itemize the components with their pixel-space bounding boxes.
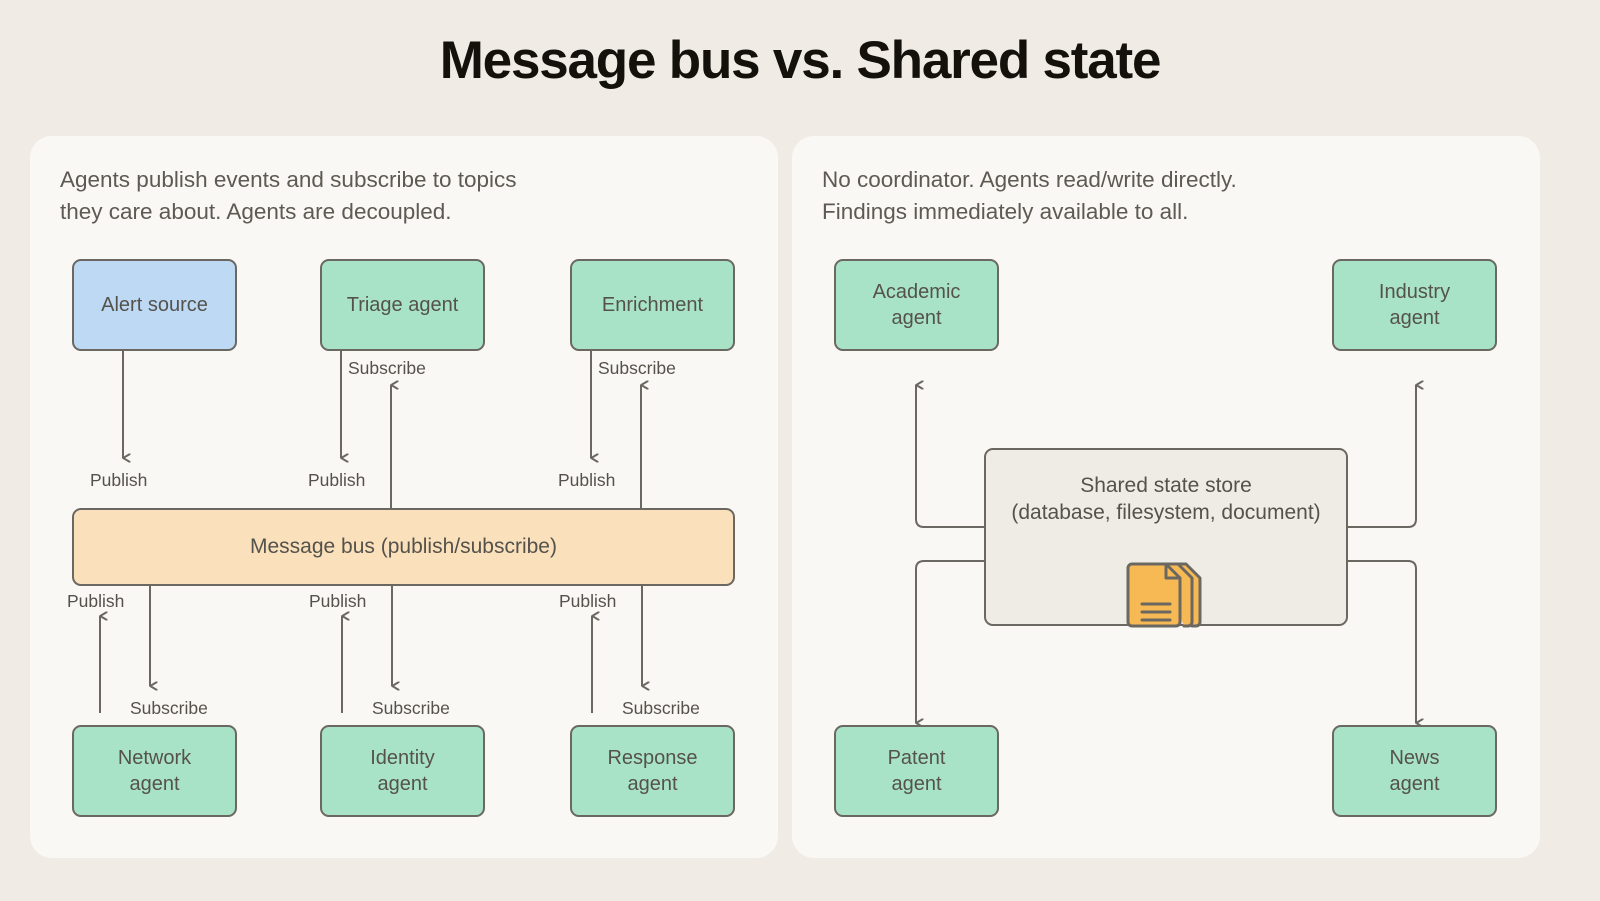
panel-description-message-bus: Agents publish events and subscribe to t… — [60, 167, 517, 224]
node-industry-agent[interactable]: Industry agent — [1332, 259, 1497, 351]
edge-label-subscribe-enrichment: Subscribe — [598, 358, 676, 378]
edge-label-publish-alert-source: Publish — [90, 470, 148, 490]
edge-label-publish-network-agent: Publish — [67, 591, 125, 611]
edge-label-publish-enrichment: Publish — [558, 470, 616, 490]
edge-label-publish-triage-agent: Publish — [308, 470, 366, 490]
edge-label-publish-identity-agent: Publish — [309, 591, 367, 611]
node-shared-state-store[interactable]: Shared state store (database, filesystem… — [984, 448, 1348, 628]
edge-label-subscribe-response-agent: Subscribe — [622, 698, 700, 718]
edge-label-subscribe-identity-agent: Subscribe — [372, 698, 450, 718]
node-triage-agent[interactable]: Triage agent — [320, 259, 485, 351]
documents-stack-icon — [1120, 532, 1212, 643]
node-response-agent[interactable]: Response agent — [570, 725, 735, 817]
node-enrichment[interactable]: Enrichment — [570, 259, 735, 351]
panel-description-shared-state: No coordinator. Agents read/write direct… — [822, 167, 1237, 224]
edge-label-subscribe-network-agent: Subscribe — [130, 698, 208, 718]
node-message-bus[interactable]: Message bus (publish/subscribe) — [72, 508, 735, 586]
node-alert-source[interactable]: Alert source — [72, 259, 237, 351]
page-title: Message bus vs. Shared state — [439, 31, 1162, 90]
shared-state-store-label: Shared state store (database, filesystem… — [1011, 474, 1321, 524]
panel-message-bus: Agents publish events and subscribe to t… — [30, 136, 778, 858]
node-academic-agent[interactable]: Academic agent — [834, 259, 999, 351]
node-network-agent[interactable]: Network agent — [72, 725, 237, 817]
node-patent-agent[interactable]: Patent agent — [834, 725, 999, 817]
node-news-agent[interactable]: News agent — [1332, 725, 1497, 817]
node-identity-agent[interactable]: Identity agent — [320, 725, 485, 817]
edge-label-subscribe-triage-agent: Subscribe — [348, 358, 426, 378]
edge-label-publish-response-agent: Publish — [559, 591, 617, 611]
panel-shared-state: No coordinator. Agents read/write direct… — [792, 136, 1540, 858]
